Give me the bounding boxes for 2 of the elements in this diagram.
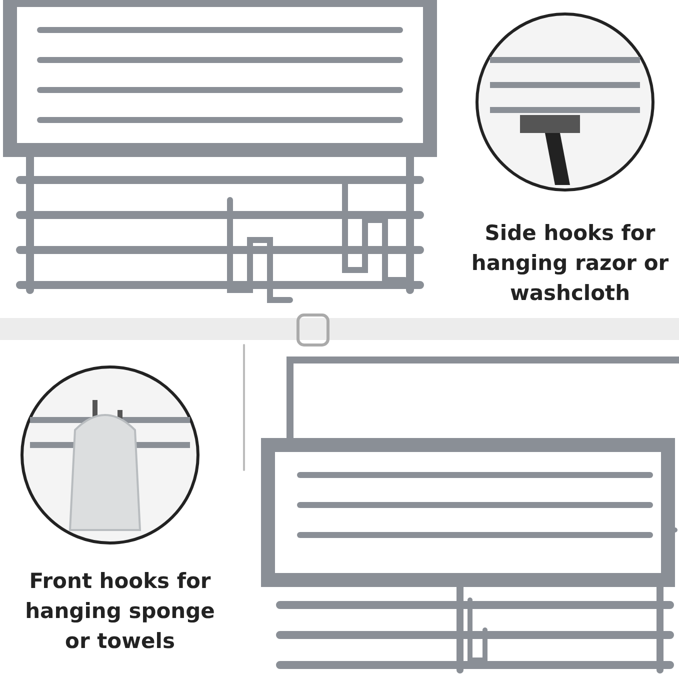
caption-text: Side hooks for hanging razor or washcloth: [470, 220, 670, 307]
caption-text: Front hooks for hanging sponge or towels: [24, 568, 216, 655]
